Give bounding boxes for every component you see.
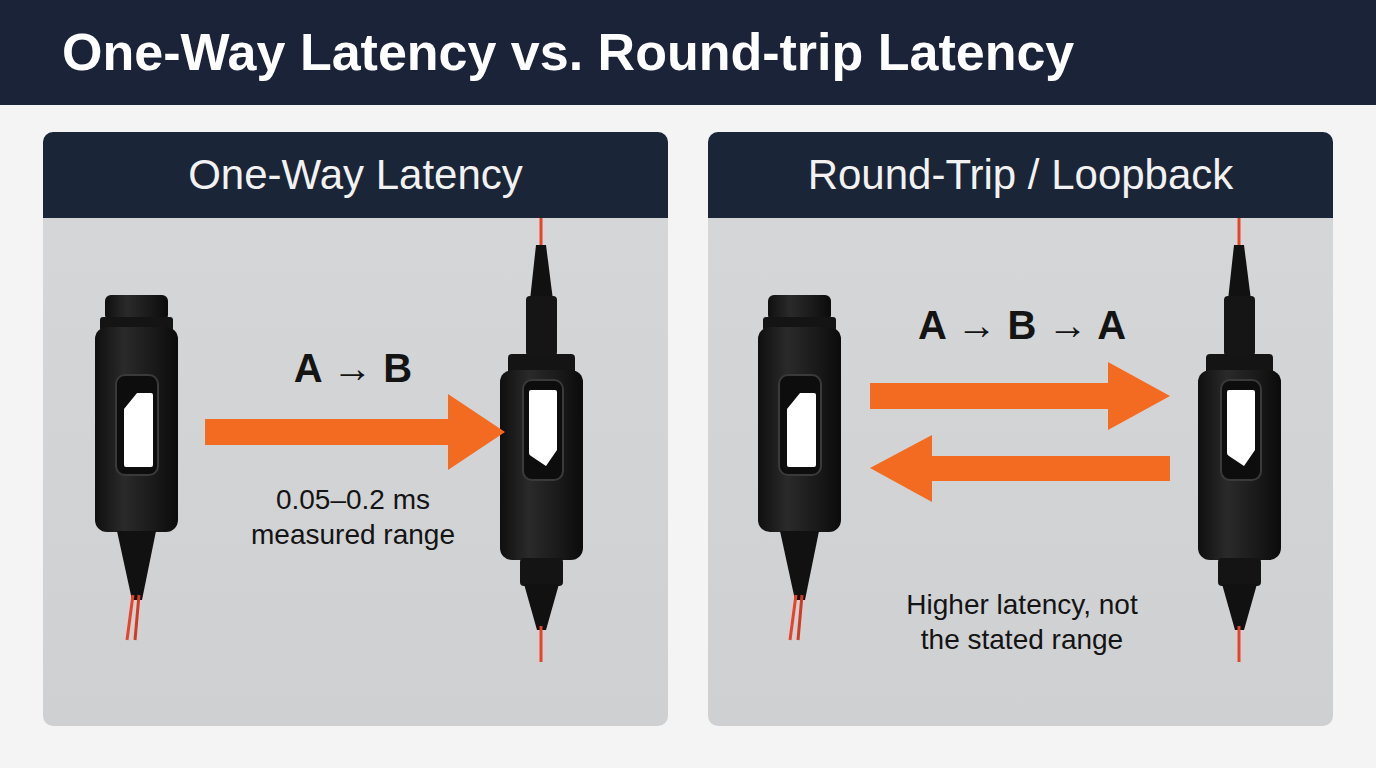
orange-arrow: [870, 435, 1170, 502]
latency-note: Higher latency, not the stated range: [892, 587, 1152, 657]
device-a: [758, 295, 841, 640]
direction-label: A → B → A: [842, 300, 1202, 350]
latency-note: 0.05–0.2 ms measured range: [223, 482, 483, 552]
orange-arrow: [870, 362, 1170, 430]
device-a: [95, 295, 178, 640]
panel-heading: One-Way Latency: [43, 132, 668, 218]
orange-arrow: [205, 394, 505, 470]
device-b: [500, 218, 583, 662]
title-bar: One-Way Latency vs. Round-trip Latency: [0, 0, 1376, 105]
direction-label: A → B: [203, 343, 503, 393]
device-b: [1198, 218, 1281, 662]
panel-heading: Round-Trip / Loopback: [708, 132, 1333, 218]
title: One-Way Latency vs. Round-trip Latency: [62, 22, 1074, 82]
